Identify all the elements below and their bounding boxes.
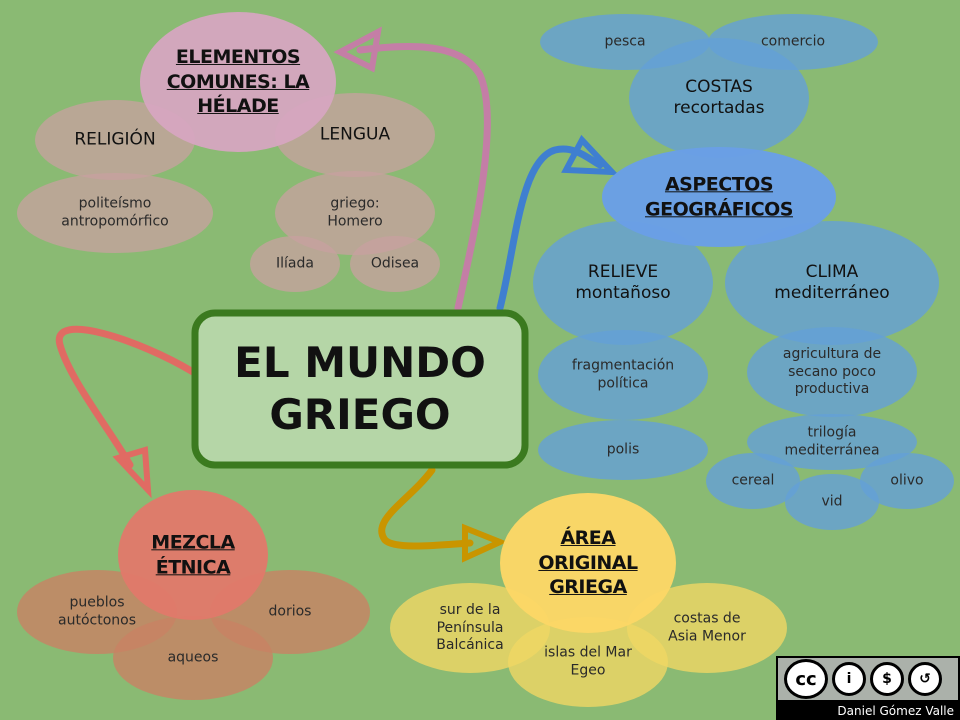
node-sur-bubble[interactable] [390, 583, 550, 673]
node-trilogia-label: trilogía mediterránea [784, 424, 880, 459]
arrow-to-aspectos [496, 145, 604, 312]
node-costas-label: COSTAS recortadas [673, 76, 765, 118]
arrow-to-area [378, 466, 474, 550]
arrowhead-elementos [333, 26, 382, 73]
node-relieve-bubble[interactable] [533, 221, 713, 345]
node-cereal-bubble[interactable] [706, 453, 800, 509]
arrow-to-mezcla [55, 325, 197, 469]
node-odisea-bubble[interactable] [350, 236, 440, 292]
node-fragmentacion-bubble[interactable] [538, 330, 708, 420]
node-cereal-label: cereal [731, 472, 775, 489]
node-elementos-bubble[interactable] [140, 12, 336, 152]
cc-icon: cc [784, 659, 828, 699]
node-olivo-label: olivo [890, 472, 924, 489]
node-lengua-label: LENGUA [319, 124, 391, 145]
node-griego-label: griego: Homero [327, 195, 383, 230]
arrowhead-mezcla [112, 446, 152, 499]
node-costas-bubble[interactable] [629, 38, 809, 158]
node-agricultura-label: agricultura de secano poco productiva [782, 345, 882, 397]
node-religion-label: RELIGIÓN [74, 129, 156, 150]
node-pesca-label: pesca [604, 33, 646, 50]
node-religion-bubble[interactable] [35, 100, 195, 180]
node-odisea-label: Odisea [370, 255, 420, 272]
by-icon: i [832, 662, 866, 696]
nc-icon: $ [870, 662, 904, 696]
arrowhead-aspectos [561, 134, 620, 176]
node-mezcla-label: MEZCLA ÉTNICA [151, 531, 235, 578]
node-comercio-label: comercio [760, 33, 826, 50]
node-clima-label: CLIMA mediterráneo [774, 261, 890, 303]
node-iliada-bubble[interactable] [250, 236, 340, 292]
node-area-bubble[interactable] [500, 493, 676, 633]
node-clima-bubble[interactable] [725, 221, 939, 345]
node-olivo-bubble[interactable] [860, 453, 954, 509]
node-islas-bubble[interactable] [508, 617, 668, 707]
node-politeismo-label: politeísmo antropomórfico [61, 195, 169, 230]
node-asia-bubble[interactable] [627, 583, 787, 673]
node-sur-label: sur de la Península Balcánica [436, 601, 504, 653]
sa-icon: ↺ [908, 662, 942, 696]
node-dorios-label: dorios [268, 603, 312, 620]
node-aqueos-bubble[interactable] [113, 616, 273, 700]
node-elementos-label: ELEMENTOS COMUNES: LA HÉLADE [166, 45, 310, 118]
node-iliada-label: Ilíada [276, 255, 314, 272]
node-polis-bubble[interactable] [538, 420, 708, 480]
license-author: Daniel Gómez Valle [837, 704, 954, 718]
node-aspectos-label: ASPECTOS GEOGRÁFICOS [645, 173, 793, 220]
node-mezcla-bubble[interactable] [118, 490, 268, 620]
node-vid-label: vid [821, 493, 843, 510]
node-trilogia-bubble[interactable] [747, 414, 917, 470]
node-asia-label: costas de Asia Menor [668, 610, 746, 645]
node-relieve-label: RELIEVE montañoso [575, 261, 671, 303]
node-area-label: ÁREA ORIGINAL GRIEGA [538, 526, 638, 599]
node-aqueos-label: aqueos [167, 649, 219, 666]
node-islas-label: islas del Mar Egeo [544, 644, 632, 679]
arrowhead-area [462, 523, 508, 563]
central-box [191, 309, 529, 469]
node-vid-bubble[interactable] [785, 474, 879, 530]
node-griego-bubble[interactable] [275, 171, 435, 255]
cc-license-badge[interactable]: cc i $ ↺ Daniel Gómez Valle [776, 656, 960, 720]
node-agricultura-bubble[interactable] [747, 327, 917, 417]
arrow-to-elementos [356, 42, 491, 312]
node-politeismo-bubble[interactable] [17, 173, 213, 253]
node-aspectos-bubble[interactable] [602, 147, 836, 247]
central-title[interactable]: EL MUNDO GRIEGO [234, 337, 486, 440]
node-polis-label: polis [606, 441, 640, 458]
node-pueblos-label: pueblos autóctonos [58, 594, 136, 629]
node-fragmentacion-label: fragmentación política [571, 357, 675, 392]
